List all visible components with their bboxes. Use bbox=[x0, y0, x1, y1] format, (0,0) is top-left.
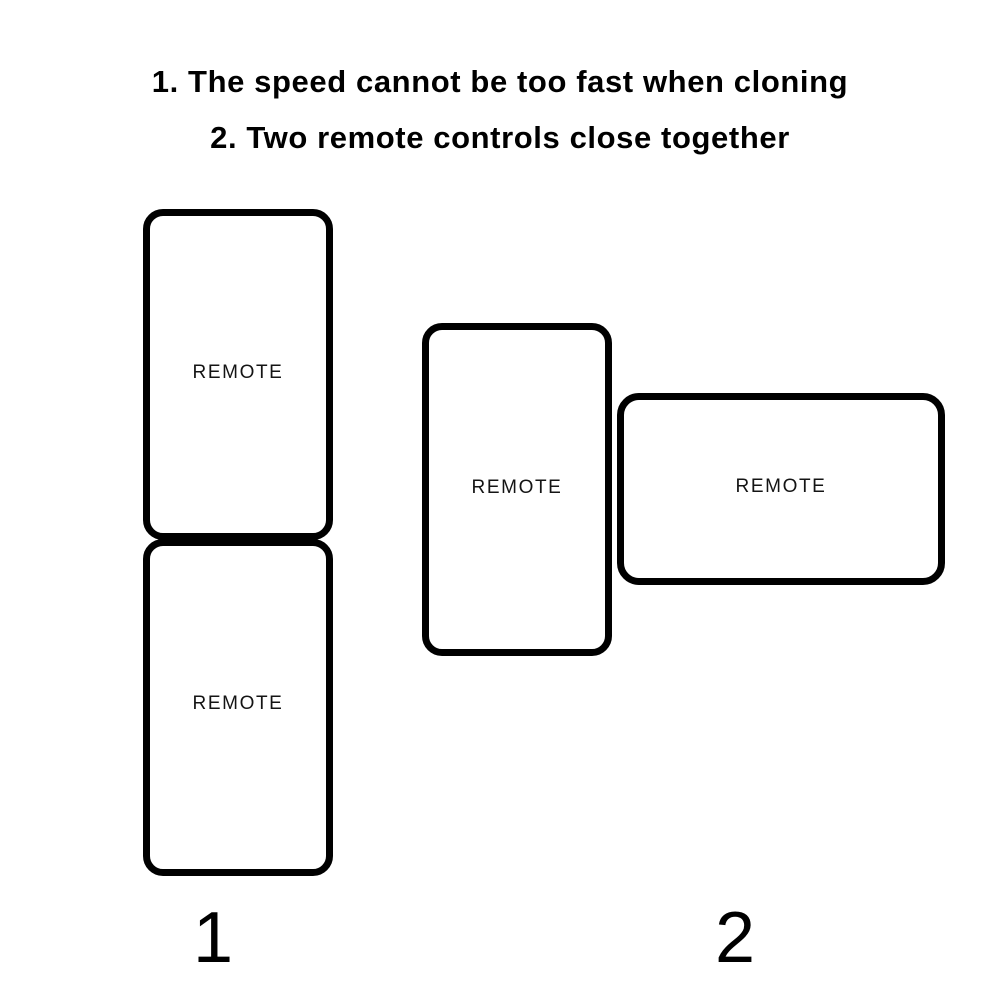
remote-label: REMOTE bbox=[735, 476, 827, 497]
remote-label: REMOTE bbox=[192, 361, 284, 383]
remote-card-step2-horizontal: REMOTE bbox=[617, 393, 945, 585]
step-number-2: 2 bbox=[714, 898, 756, 978]
remote-label: REMOTE bbox=[471, 476, 563, 498]
step-number-1: 1 bbox=[192, 898, 234, 978]
remote-card-step1-top: REMOTE bbox=[143, 209, 333, 540]
instruction-heading-block: 1. The speed cannot be too fast when clo… bbox=[0, 54, 1000, 166]
instruction-line-2: 2. Two remote controls close together bbox=[210, 120, 790, 155]
remote-card-step1-bottom: REMOTE bbox=[143, 539, 333, 876]
remote-card-step2-vertical: REMOTE bbox=[422, 323, 612, 656]
instruction-line-1: 1. The speed cannot be too fast when clo… bbox=[151, 64, 849, 99]
remote-label: REMOTE bbox=[192, 692, 284, 714]
